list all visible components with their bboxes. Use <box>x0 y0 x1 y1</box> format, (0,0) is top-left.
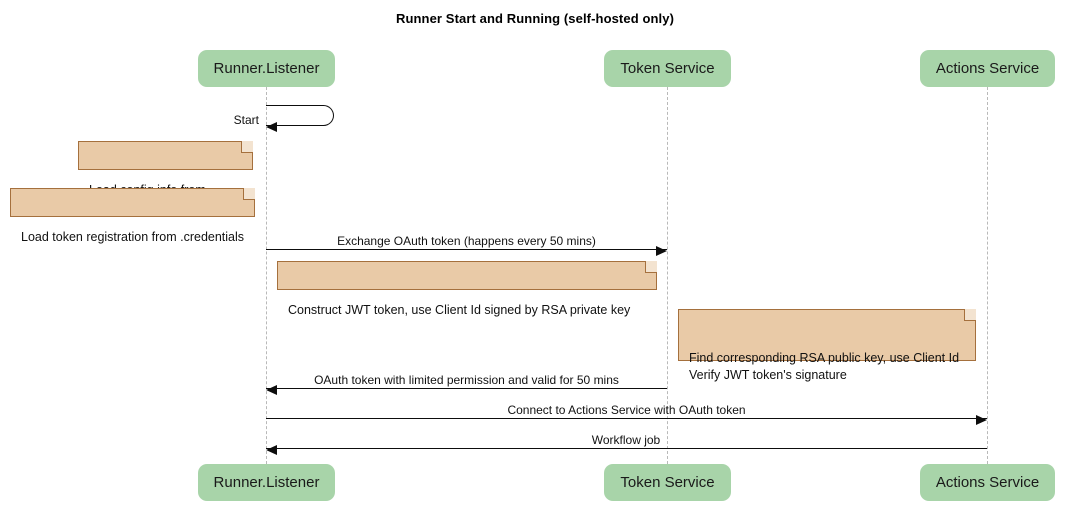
note-text: Construct JWT token, use Client Id signe… <box>288 303 631 317</box>
arrowhead-icon <box>266 121 277 132</box>
message-exchange-oauth-token[interactable]: Exchange OAuth token (happens every 50 m… <box>266 228 667 256</box>
lifeline-token-service <box>667 87 668 464</box>
arrowhead-icon <box>266 444 277 455</box>
note-text: Find corresponding RSA public key, use C… <box>689 351 960 382</box>
participant-token-service-bottom[interactable]: Token Service <box>604 464 731 501</box>
message-label: Workflow job <box>591 433 661 447</box>
message-line <box>266 418 987 419</box>
note-dogear-icon <box>964 308 977 321</box>
arrowhead-icon <box>656 245 667 256</box>
message-label: OAuth token with limited permission and … <box>314 373 619 387</box>
participant-actions-service-bottom[interactable]: Actions Service <box>920 464 1055 501</box>
note-load-token-registration: Load token registration from .credential… <box>10 187 256 244</box>
note-dogear-icon <box>243 187 256 200</box>
message-oauth-token-reply[interactable]: OAuth token with limited permission and … <box>266 367 667 395</box>
message-start[interactable]: Start <box>234 105 334 132</box>
lifeline-actions-service <box>987 87 988 464</box>
message-label: Connect to Actions Service with OAuth to… <box>507 403 746 417</box>
participant-label: Actions Service <box>935 474 1040 491</box>
note-construct-jwt: Construct JWT token, use Client Id signe… <box>277 260 658 317</box>
message-connect-actions-service[interactable]: Connect to Actions Service with OAuth to… <box>266 397 987 425</box>
message-line <box>266 388 667 389</box>
self-loop-path <box>266 105 334 126</box>
message-workflow-job[interactable]: Workflow job <box>266 427 987 455</box>
participant-label: Token Service <box>620 60 715 77</box>
note-load-config: Load config info from .runner <box>78 140 254 214</box>
message-start-label: Start <box>233 113 259 127</box>
note-dogear-icon <box>645 260 658 273</box>
message-label: Exchange OAuth token (happens every 50 m… <box>337 234 596 248</box>
participant-runner-listener-bottom[interactable]: Runner.Listener <box>198 464 335 501</box>
message-line <box>266 249 667 250</box>
message-line <box>266 448 987 449</box>
diagram-title: Runner Start and Running (self-hosted on… <box>395 11 675 26</box>
arrowhead-icon <box>976 414 987 425</box>
participant-runner-listener-top[interactable]: Runner.Listener <box>198 50 335 87</box>
participant-label: Token Service <box>620 474 715 491</box>
note-text: Load token registration from .credential… <box>21 230 245 244</box>
participant-label: Actions Service <box>935 60 1040 77</box>
participant-label: Runner.Listener <box>213 474 320 491</box>
note-dogear-icon <box>241 140 254 153</box>
participant-label: Runner.Listener <box>213 60 320 77</box>
participant-actions-service-top[interactable]: Actions Service <box>920 50 1055 87</box>
note-verify-jwt: Find corresponding RSA public key, use C… <box>678 308 977 382</box>
lifeline-runner-listener <box>266 87 267 464</box>
arrowhead-icon <box>266 384 277 395</box>
participant-token-service-top[interactable]: Token Service <box>604 50 731 87</box>
